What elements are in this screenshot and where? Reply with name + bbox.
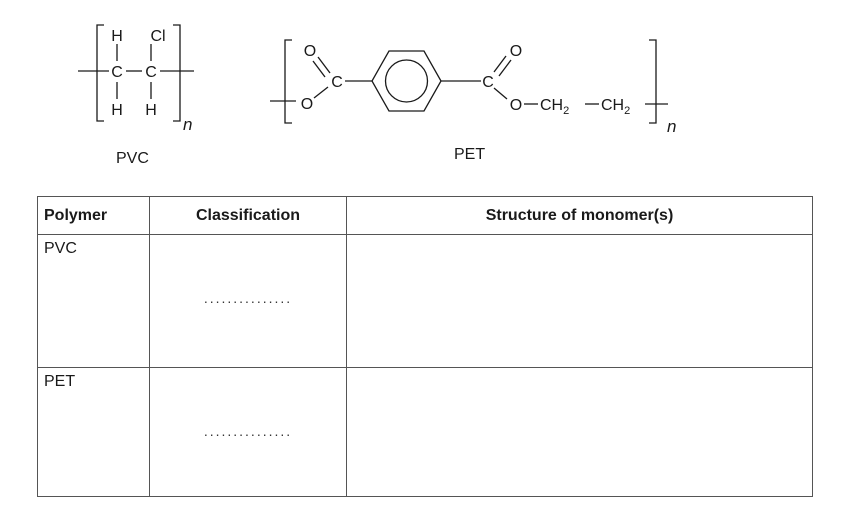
header-polymer: Polymer <box>37 196 150 235</box>
pet-atom-c1: C <box>331 74 343 91</box>
pet-structure <box>270 39 668 124</box>
pvc-right-bracket <box>173 24 181 122</box>
pvc-atom-h1: H <box>111 28 123 45</box>
pet-atom-c2: C <box>482 74 494 91</box>
monomer-structure-cell[interactable] <box>346 234 813 368</box>
pet-bond-c2-o3-a <box>493 55 507 73</box>
polymer-name: PET <box>44 373 76 390</box>
header-classification: Classification <box>149 196 347 235</box>
pet-right-bracket <box>649 39 657 124</box>
pet-benzene-ring <box>371 50 442 112</box>
polymer-name: PVC <box>44 240 77 257</box>
header-structure-of-monomers: Structure of monomer(s) <box>346 196 813 235</box>
table-row: PVC ............... <box>37 234 813 368</box>
pvc-atom-h2: H <box>111 102 123 119</box>
pet-bond-c1-o1-b <box>312 60 326 78</box>
pet-group-ch2b: CH2 <box>601 97 630 117</box>
pet-bond-c2-o4 <box>493 87 508 100</box>
pvc-caption: PVC <box>116 150 149 167</box>
pet-ch2b-sub: 2 <box>624 105 630 117</box>
pvc-atom-h3: H <box>145 102 157 119</box>
pet-bond-c2-o3-b <box>498 59 512 77</box>
pet-ch2b-ch: CH <box>601 97 624 114</box>
polymer-cell: PET <box>37 367 150 497</box>
pvc-atom-c2: C <box>145 64 157 81</box>
pvc-atom-cl: Cl <box>150 28 165 45</box>
polymer-table: Polymer Classification Structure of mono… <box>37 196 813 497</box>
pet-caption: PET <box>454 146 486 163</box>
monomer-structure-cell[interactable] <box>346 367 813 497</box>
pet-atom-o2: O <box>301 96 313 113</box>
pet-group-ch2a: CH2 <box>540 97 569 117</box>
pet-benzene-inner-circle <box>384 59 429 103</box>
classification-answer-line[interactable]: ............... <box>203 290 293 306</box>
polymer-cell: PVC <box>37 234 150 368</box>
pet-bond-c1-o1-a <box>317 56 331 74</box>
pet-atom-o3: O <box>510 43 522 60</box>
pet-ch2a-sub: 2 <box>563 105 569 117</box>
table-row: PET ............... <box>37 367 813 497</box>
pet-atom-o4: O <box>510 97 522 114</box>
pet-subscript-n: n <box>667 117 676 136</box>
pet-left-bracket <box>284 39 292 124</box>
pet-atom-o1: O <box>304 43 316 60</box>
table-header-row: Polymer Classification Structure of mono… <box>37 196 813 235</box>
pvc-atom-c1: C <box>111 64 123 81</box>
pvc-subscript-n: n <box>183 115 192 134</box>
pvc-left-bracket <box>96 24 104 122</box>
pet-ch2a-ch: CH <box>540 97 563 114</box>
classification-cell[interactable]: ............... <box>149 367 347 497</box>
pet-bond-c1-o2 <box>313 86 329 99</box>
classification-cell[interactable]: ............... <box>149 234 347 368</box>
classification-answer-line[interactable]: ............... <box>203 423 293 439</box>
